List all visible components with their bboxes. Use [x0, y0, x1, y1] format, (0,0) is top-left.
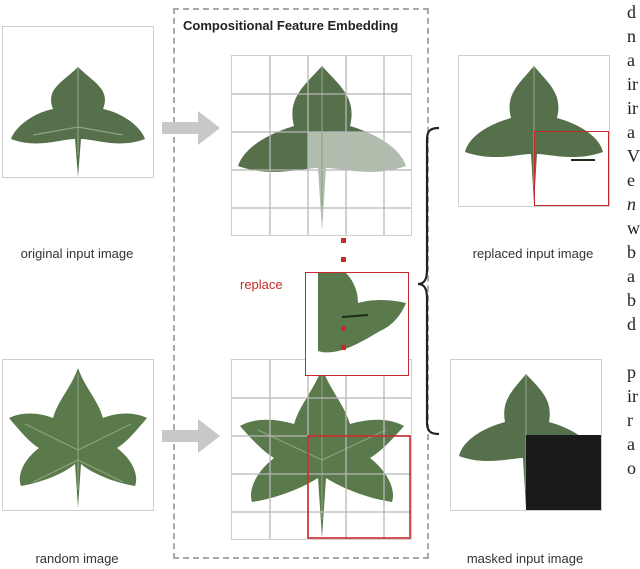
leaf-icon — [11, 67, 145, 177]
masked-input-image — [450, 359, 602, 511]
mask-region — [526, 435, 601, 510]
caption-original: original input image — [20, 246, 134, 261]
caption-replaced: replaced input image — [472, 246, 594, 261]
original-input-image — [2, 26, 154, 178]
random-image — [2, 359, 154, 511]
maple-leaf-icon — [9, 368, 147, 508]
diagram-title: Compositional Feature Embedding — [183, 18, 399, 33]
caption-masked: masked input image — [466, 551, 584, 566]
gridded-random-image — [231, 359, 412, 540]
replaced-input-image — [458, 55, 610, 207]
replaced-region-highlight — [534, 131, 609, 206]
leaf-patch-icon — [318, 273, 406, 353]
gridded-original-image — [231, 55, 412, 236]
caption-random: random image — [35, 551, 119, 566]
replace-patch — [305, 272, 409, 376]
replace-label: replace — [240, 277, 283, 292]
